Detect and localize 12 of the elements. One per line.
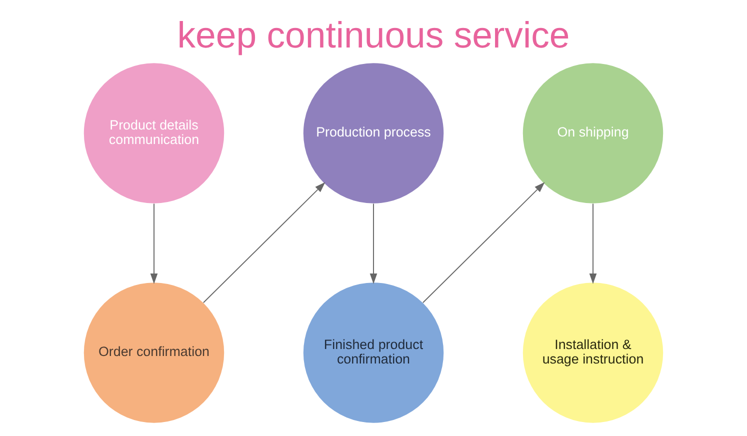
node-circle: Order confirmation	[84, 282, 224, 423]
arrow	[150, 203, 158, 284]
arrow	[589, 203, 597, 284]
node-circle: Finished product confirmation	[303, 282, 444, 423]
arrow	[422, 182, 545, 304]
arrow	[370, 203, 378, 284]
node-circle: On shipping	[522, 63, 664, 204]
node-circle: Product details communication	[84, 63, 224, 204]
diagram-title: keep continuous service	[177, 14, 570, 56]
node-circle: Production process	[303, 63, 444, 204]
arrow	[202, 182, 326, 304]
node-circle: Installation & usage instruction	[522, 282, 664, 423]
